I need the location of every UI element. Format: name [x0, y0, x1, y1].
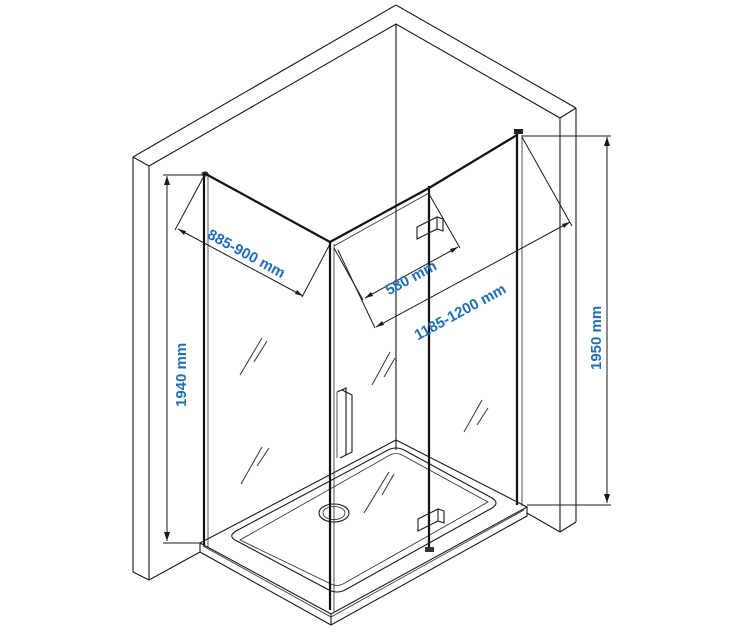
dimension-label-right-height: 1950 mm	[588, 305, 605, 370]
dimension-line-front-width	[337, 136, 573, 329]
dimension-line-right-height	[522, 135, 611, 506]
dimension-line-door-width	[333, 193, 461, 301]
dimension-label-left-height: 1940 mm	[173, 342, 190, 407]
dimension-line-left-height	[163, 174, 202, 544]
door-handle-icon	[336, 387, 353, 459]
top-cap-icon	[514, 129, 523, 134]
shower-tray	[198, 439, 529, 626]
bottom-hinge-icon	[417, 508, 445, 552]
top-hinge-icon	[416, 216, 444, 240]
fixed-side-panel	[201, 171, 335, 612]
front-panel-and-door	[329, 129, 523, 552]
wall-outline	[132, 4, 577, 581]
dimension-line-left-width	[174, 175, 331, 298]
